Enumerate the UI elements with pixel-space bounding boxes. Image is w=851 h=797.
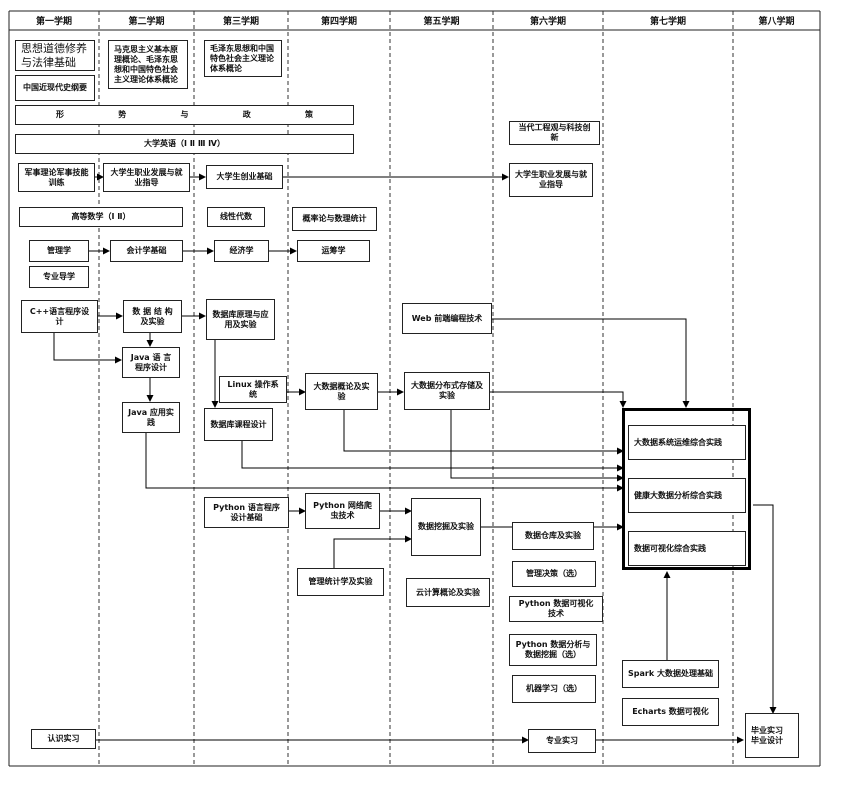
xingshi-char: 政 [242, 110, 251, 119]
course-box: 大数据分布式存储及实验 [404, 372, 490, 410]
course-box: 高等数学（Ⅰ Ⅱ） [19, 207, 183, 227]
course-box: C++语言程序设计 [21, 300, 98, 333]
prerequisite-arrows [53, 173, 777, 744]
course-box: 马克思主义基本原理概论、毛泽东思想和中国特色社会主义理论体系概论 [108, 40, 188, 89]
course-box: Python 网络爬虫技术 [305, 493, 380, 529]
course-box: 军事理论军事技能训练 [18, 163, 95, 192]
xingshi-char: 与 [180, 110, 189, 119]
course-box: 当代工程观与科技创新 [509, 121, 600, 145]
course-box: 专业导学 [29, 266, 89, 288]
course-box: Web 前端编程技术 [402, 303, 492, 334]
semester-header: 第二学期 [128, 17, 165, 27]
semester-header: 第五学期 [423, 17, 460, 27]
course-box: 运筹学 [297, 240, 370, 262]
course-box: 数 据 结 构及实验 [123, 300, 182, 333]
course-box: 思想道德修养与法律基础 [15, 40, 95, 71]
xingshi-char: 形 [56, 110, 64, 119]
semester-header: 第四学期 [320, 17, 357, 27]
course-box: 大学生职业发展与就业指导 [509, 163, 593, 197]
capstone-course-box: 数据可视化综合实践 [628, 531, 746, 566]
semester-header: 第七学期 [649, 17, 686, 27]
table-frame [8, 10, 821, 767]
xingshi-char: 策 [305, 110, 313, 119]
course-box: Python 数据分析与数据挖掘（选） [509, 634, 597, 666]
course-box: 认识实习 [31, 729, 96, 749]
semester-header: 第一学期 [35, 17, 72, 27]
course-box: 数据库原理与应用及实验 [206, 299, 275, 340]
course-box: 专业实习 [528, 729, 596, 753]
course-box: 管理统计学及实验 [297, 568, 384, 596]
semester-header: 第三学期 [222, 17, 259, 27]
course-box: Linux 操作系统 [219, 376, 287, 403]
course-box: 云计算概论及实验 [406, 578, 490, 607]
course-box: 大学生创业基础 [206, 165, 283, 189]
course-box: 概率论与数理统计 [292, 207, 377, 231]
course-box: 大学生职业发展与就业指导 [103, 163, 190, 192]
course-box: Spark 大数据处理基础 [622, 660, 719, 688]
course-box: 管理决策（选） [512, 561, 596, 587]
course-box: 数据库课程设计 [204, 408, 273, 441]
course-box: Python 数据可视化技术 [509, 596, 603, 622]
course-box: Java 应用实践 [122, 402, 180, 433]
xingshi-char: 势 [118, 110, 127, 119]
course-box: 线性代数 [207, 207, 265, 227]
course-box: 中国近现代史纲要 [15, 75, 95, 101]
course-box: 数据仓库及实验 [512, 522, 594, 550]
capstone-group-frame [622, 408, 751, 570]
course-box: 数据挖掘及实验 [411, 498, 481, 556]
course-box-xingshi: 形 势 与 政 策 [15, 105, 354, 125]
course-box: 大数据概论及实验 [305, 373, 378, 410]
course-box: 大学英语（Ⅰ Ⅱ Ⅲ Ⅳ） [15, 134, 354, 154]
course-box: Echarts 数据可视化 [622, 698, 719, 726]
course-box: 毛泽东思想和中国特色社会主义理论体系概论 [204, 40, 282, 77]
course-box: 毕业实习 毕业设计 [745, 713, 799, 758]
semester-header: 第六学期 [529, 17, 566, 27]
capstone-course-box: 大数据系统运维综合实践 [628, 425, 746, 460]
course-box: 管理学 [29, 240, 89, 262]
course-box: Java 语 言程序设计 [122, 347, 180, 378]
course-box: 机器学习（选） [512, 675, 596, 703]
semester-header: 第八学期 [758, 17, 795, 27]
capstone-course-box: 健康大数据分析综合实践 [628, 478, 746, 513]
course-box: 会计学基础 [110, 240, 183, 262]
course-box: 经济学 [214, 240, 269, 262]
course-box: Python 语言程序设计基础 [204, 497, 289, 528]
